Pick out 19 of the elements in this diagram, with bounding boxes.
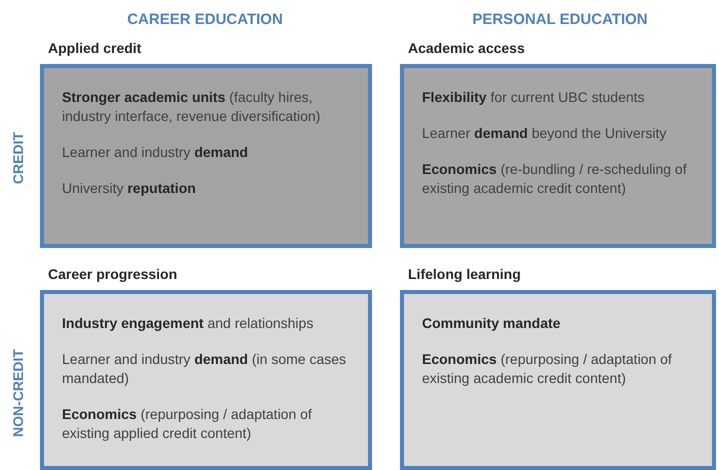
row-heading: NON-CREDIT	[10, 348, 26, 439]
point-text: Flexibility for current UBC students	[422, 88, 646, 107]
point-text: Learner and industry demand	[62, 143, 249, 162]
quadrant-heading: Academic access	[408, 40, 526, 57]
quadrant-heading: Lifelong learning	[408, 266, 522, 283]
point-text: Economics (re-bundling / re-scheduling of existing academic credit content)	[422, 160, 688, 198]
column-heading: CAREER EDUCATION	[126, 11, 284, 28]
quadrant-heading: Applied credit	[48, 40, 142, 57]
point-text: Economics (repurposing / adaptation of existing applied credit content)	[62, 405, 313, 443]
point-text: Stronger academic units (faculty hires, industry interface, revenue diversification)	[62, 88, 322, 126]
point-text: Industry engagement and relationships	[62, 314, 314, 333]
row-heading: CREDIT	[10, 130, 26, 186]
point-text: Economics (repurposing / adaptation of existing academic credit content)	[422, 350, 673, 388]
point-text: Community mandate	[422, 314, 562, 333]
quadrant-heading: Career progression	[48, 266, 178, 283]
column-heading: PERSONAL EDUCATION	[471, 11, 649, 28]
point-text: University reputation	[62, 179, 197, 198]
point-text: Learner demand beyond the University	[422, 124, 668, 143]
point-text: Learner and industry demand (in some cases mandated)	[62, 350, 348, 388]
